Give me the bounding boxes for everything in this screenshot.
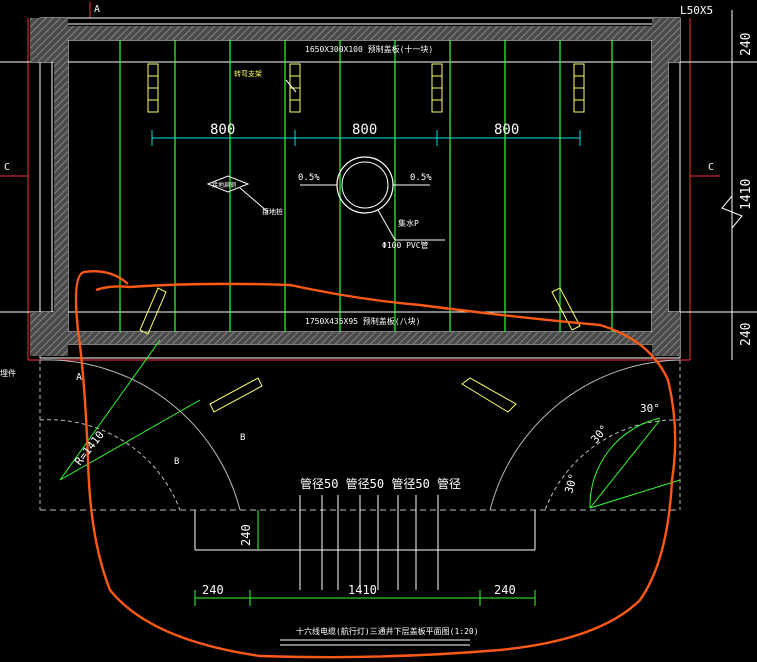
dim-240-top: 240	[739, 33, 754, 56]
cover-top-label: 1650X300X100 预制盖板(十一块)	[305, 44, 433, 54]
angle-30-a: 30°	[640, 402, 660, 415]
cable-brackets-top	[147, 63, 585, 113]
dim-240-right-bottom: 240	[494, 583, 516, 597]
left-note-label: 埋件	[0, 368, 16, 378]
section-top-a-label: A	[94, 4, 100, 15]
section-c-left: C	[4, 162, 10, 173]
section-b-left: B	[174, 457, 179, 467]
cable-brackets-lower	[139, 287, 581, 413]
cover-slab-lines	[119, 40, 613, 332]
dim-240-left-bottom: 240	[202, 583, 224, 597]
section-a-lower: A	[76, 372, 82, 383]
drawing-title: 十六线电缆(航行灯)三通井下层盖板平面图(1:20)	[296, 626, 479, 636]
dim-240-vertical: 240	[239, 524, 253, 546]
section-b-mid: B	[240, 433, 245, 443]
angle-steel-label: L50X5	[680, 4, 713, 17]
well-walls	[0, 17, 757, 359]
right-dimension	[721, 10, 743, 360]
radius-label: R=1410	[72, 429, 107, 468]
angle-30-b: 30°	[588, 422, 611, 446]
dim-800-c: 800	[494, 122, 519, 138]
bottom-trench	[194, 495, 536, 590]
slope-right-label: 0.5%	[410, 173, 432, 183]
dim-line-800	[151, 130, 581, 146]
markup-cloud	[74, 270, 677, 659]
dim-1410-right: 1410	[739, 179, 754, 210]
sump-label: 集水P	[398, 218, 419, 228]
dim-1410-bottom: 1410	[348, 583, 377, 597]
slope-left-label: 0.5%	[298, 173, 320, 183]
wall-hatch	[30, 18, 680, 356]
level-marker	[206, 79, 297, 213]
pipe-diameter-label: 管径50 管径50 管径50 管径	[300, 476, 461, 491]
grounding-label: 接地扁钢	[212, 181, 236, 189]
bracket-note-label: 转弯支架	[234, 69, 262, 78]
anchor-label: 接地桩	[262, 207, 283, 216]
pipe-label: Φ100 PVC管	[382, 240, 429, 250]
radius-lines	[59, 339, 681, 509]
bottom-dimension	[194, 510, 536, 646]
angle-30-c: 30°	[562, 472, 580, 495]
cover-bottom-label: 1750X435X95 预制盖板(八块)	[305, 316, 420, 326]
sump-pipe	[300, 156, 445, 241]
dim-240-bottom: 240	[739, 323, 754, 346]
section-c-right: C	[708, 162, 714, 173]
dim-800-b: 800	[352, 122, 377, 138]
dim-800-a: 800	[210, 122, 235, 138]
